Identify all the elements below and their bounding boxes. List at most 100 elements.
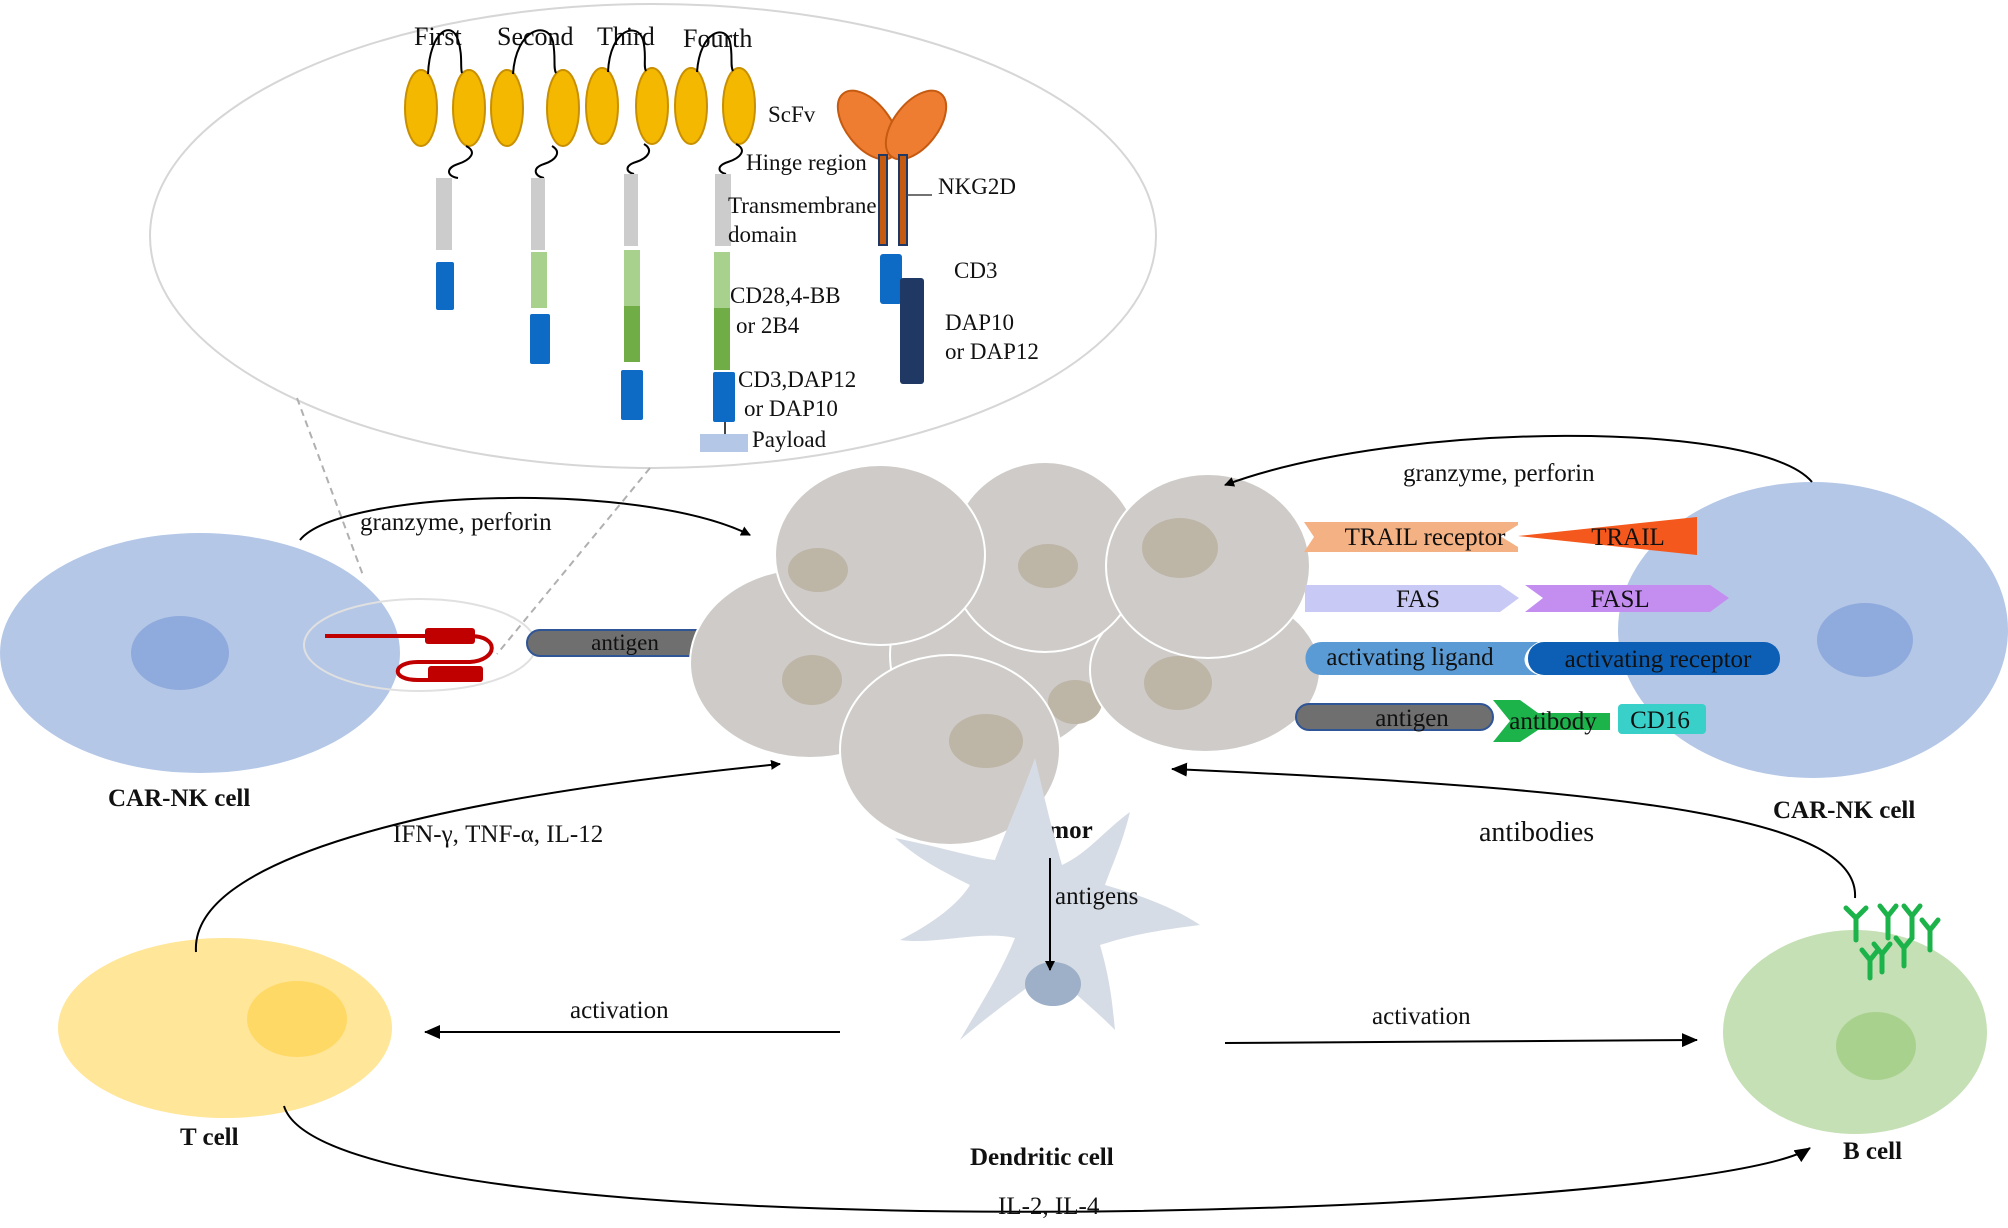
label-antigens: antigens (1055, 883, 1138, 910)
arrow-granzyme-right (1224, 434, 1813, 487)
adcc-pair: antigen antibody CD16 (1295, 700, 1706, 742)
label-scfv: ScFv (768, 102, 816, 127)
costimulatory-domain (531, 252, 547, 308)
label-car-nk-cell-left: CAR-NK cell (108, 785, 250, 812)
label-activation-left: activation (570, 997, 669, 1024)
label-dendritic-cell: Dendritic cell (970, 1144, 1114, 1171)
label-b-cell: B cell (1843, 1138, 1902, 1165)
transmembrane-domain (436, 178, 452, 250)
label-granzyme-right: granzyme, perforin (1403, 460, 1595, 487)
scfv-light-chain (546, 69, 580, 147)
trail-label: TRAIL (1591, 524, 1665, 551)
nkg2d-car (836, 89, 948, 384)
car-nk-cell-body (1618, 482, 2008, 778)
label-t-cell: T cell (180, 1124, 239, 1151)
car-receptor-loop (395, 634, 494, 682)
trail-pair: TRAIL receptor TRAIL (1304, 517, 1697, 555)
label-third-generation: Third (597, 22, 655, 51)
nkg2d-lobe-right (884, 89, 948, 161)
cd3-signal-domain (530, 314, 550, 364)
transmembrane-domain (715, 174, 731, 246)
trail-receptor-shape (1304, 522, 1518, 552)
transmembrane-domain (531, 178, 545, 250)
costimulatory-domain-1 (714, 252, 730, 308)
scfv-light-chain (635, 67, 669, 145)
nkg2d-stalk-right (898, 154, 908, 246)
tumor-cell-nucleus (788, 548, 848, 592)
costimulatory-domain-1 (624, 250, 640, 306)
antibody-glyph (1919, 917, 1941, 953)
second-generation-car (490, 29, 580, 364)
activating-pair: activating ligand activating receptor (1305, 642, 1780, 675)
antigen-left-label: antigen (591, 630, 659, 655)
scfv-linker (427, 29, 463, 75)
antibody-glyph (1859, 947, 1881, 981)
arrow-cytokines (194, 759, 781, 953)
antibody-glyph (1871, 941, 1893, 975)
tumor-cell-top-left (774, 464, 986, 646)
antibody-glyph (1901, 903, 1923, 941)
fourth-generation-car (674, 31, 756, 452)
tumor-cell-bottom (839, 654, 1061, 846)
arrow-antibodies (1171, 762, 1857, 899)
tumor-cell-nucleus (1048, 680, 1102, 724)
car-nk-cell-left (0, 533, 537, 773)
zoom-line-right (496, 467, 651, 655)
hinge-region (718, 143, 743, 175)
dendritic-cell-nucleus (1025, 962, 1081, 1006)
scfv-linker (696, 31, 734, 73)
label-signal-1: CD3,DAP12 (738, 367, 856, 392)
dap-domain (900, 278, 924, 384)
fas-label: FAS (1396, 586, 1440, 613)
first-generation-car (404, 29, 486, 310)
tumor-mass (689, 461, 1321, 846)
antibody-shape (1493, 700, 1610, 742)
tumor-cell-nucleus (1018, 544, 1078, 588)
b-cell (1723, 903, 1987, 1134)
tumor-cell-nucleus (949, 714, 1023, 768)
trail-shape (1518, 517, 1697, 555)
tumor-cell-nucleus (1142, 518, 1218, 578)
zoom-line-left (296, 397, 365, 579)
cd16-label: CD16 (1630, 707, 1690, 734)
label-costimulatory-2: or 2B4 (736, 313, 800, 338)
t-cell (58, 938, 392, 1118)
car-structure-inset: First Second Third Fourth (149, 3, 1157, 655)
cd3-signal-domain (436, 262, 454, 310)
cd3-domain (880, 254, 902, 304)
b-cell-antibodies-icon (1843, 903, 1941, 981)
label-cytokines: IFN-γ, TNF-α, IL-12 (393, 821, 603, 848)
dendritic-cell (895, 758, 1200, 1040)
label-second-generation: Second (497, 22, 574, 51)
arrow-interleukins (283, 1105, 1811, 1213)
activating-ligand-label: activating ligand (1326, 644, 1494, 671)
activating-receptor-label: activating receptor (1565, 646, 1752, 673)
costimulatory-domain-2 (714, 308, 730, 370)
antigen-right-shape (1295, 703, 1494, 731)
car-nk-cell-nucleus (1817, 603, 1913, 677)
third-generation-car (585, 29, 669, 420)
scfv-heavy-chain (674, 67, 708, 145)
costimulatory-domain-2 (624, 306, 640, 362)
antibody-glyph (1877, 903, 1899, 941)
payload-block (700, 434, 748, 452)
label-fourth-generation: Fourth (683, 24, 752, 53)
label-hinge-region: Hinge region (746, 150, 867, 175)
label-cd3: CD3 (954, 258, 997, 283)
arrow-granzyme-left (299, 496, 751, 541)
scfv-light-chain (722, 67, 756, 145)
car-receptor-icon (325, 628, 494, 682)
fas-shape (1305, 585, 1519, 612)
scfv-light-chain (452, 69, 486, 147)
label-dap-2: or DAP12 (945, 339, 1039, 364)
t-cell-nucleus (247, 981, 347, 1057)
hinge-region (626, 143, 651, 175)
scfv-linker (607, 29, 647, 73)
label-costimulatory-1: CD28,4-BB (730, 283, 841, 308)
car-receptor-block-top (425, 628, 475, 644)
label-interleukins: IL-2, IL-4 (998, 1193, 1100, 1220)
fasl-shape (1525, 585, 1729, 612)
tumor-cell-nucleus (782, 655, 842, 705)
cd16-shape (1618, 704, 1706, 734)
label-granzyme-left: granzyme, perforin (360, 509, 552, 536)
